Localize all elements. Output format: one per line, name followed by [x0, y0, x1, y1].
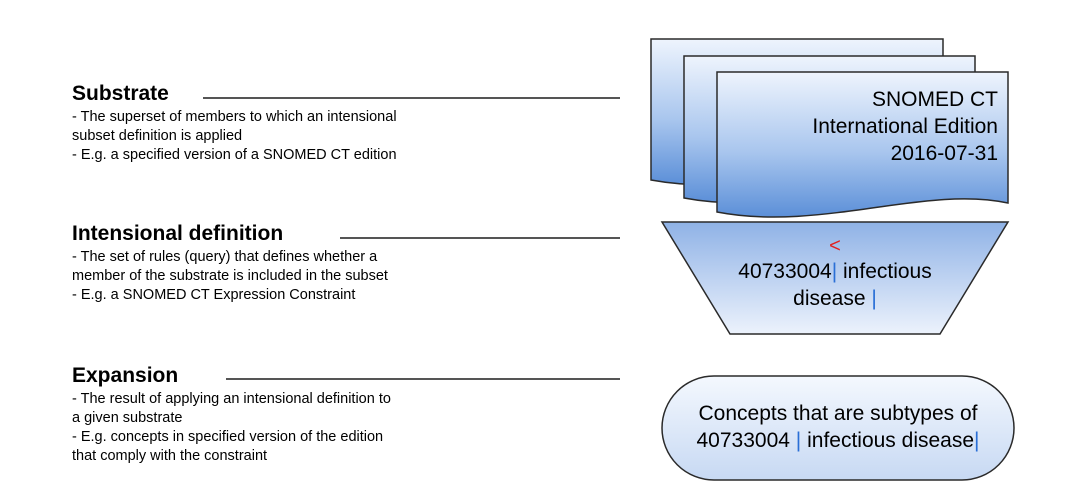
- substrate-description: - The superset of members to which an in…: [72, 108, 397, 165]
- section-intensional-definition: Intensional definition - The set of rule…: [72, 222, 388, 305]
- substrate-desc-line: - The superset of members to which an in…: [72, 109, 397, 125]
- substrate-document-stack: [650, 38, 1009, 218]
- definition-line-2: disease |: [700, 285, 970, 312]
- definition-term-part-1: infectious: [843, 260, 932, 283]
- section-expansion: Expansion - The result of applying an in…: [72, 364, 391, 466]
- expansion-box-text: Concepts that are subtypes of 40733004 |…: [672, 400, 1004, 454]
- expansion-term: infectious disease: [807, 429, 975, 452]
- expansion-connector-line: [226, 378, 620, 380]
- section-substrate: Substrate - The superset of members to w…: [72, 82, 397, 165]
- intensional-definition-heading: Intensional definition: [72, 222, 284, 245]
- document-front: [716, 71, 1009, 218]
- expansion-line-2: 40733004 | infectious disease|: [672, 427, 1004, 454]
- expansion-line-1: Concepts that are subtypes of: [698, 402, 978, 425]
- intensional-definition-description: - The set of rules (query) that defines …: [72, 248, 388, 305]
- expansion-heading: Expansion: [72, 364, 179, 387]
- substrate-box-text: SNOMED CT International Edition 2016-07-…: [720, 86, 998, 167]
- definition-line-1: 40733004| infectious: [700, 258, 970, 285]
- substrate-desc-line: subset definition is applied: [72, 128, 243, 144]
- pipe-symbol: |: [871, 287, 877, 310]
- definition-concept-id: 40733004: [738, 260, 832, 283]
- expansion-concept-id: 40733004: [696, 429, 790, 452]
- substrate-connector-line: [203, 97, 620, 99]
- pipe-symbol: |: [831, 260, 838, 283]
- definition-connector-line: [340, 237, 620, 239]
- definition-box-text: < 40733004| infectious disease |: [700, 234, 970, 312]
- substrate-line-3: 2016-07-31: [890, 142, 998, 165]
- expansion-description: - The result of applying an intensional …: [72, 390, 391, 466]
- substrate-desc-line: - E.g. a specified version of a SNOMED C…: [72, 147, 397, 163]
- substrate-heading: Substrate: [72, 82, 169, 105]
- expansion-desc-line: a given substrate: [72, 410, 183, 426]
- operator-symbol: <: [829, 235, 841, 257]
- expansion-desc-line: that comply with the constraint: [72, 448, 268, 464]
- expansion-desc-line: - The result of applying an intensional …: [72, 391, 391, 407]
- definition-desc-line: - The set of rules (query) that defines …: [72, 249, 378, 265]
- definition-desc-line: member of the substrate is included in t…: [72, 268, 388, 284]
- definition-trapezoid: [660, 221, 1010, 335]
- definition-term-part-2: disease: [793, 287, 866, 310]
- expansion-desc-line: - E.g. concepts in specified version of …: [72, 429, 384, 445]
- substrate-line-2: International Edition: [812, 115, 998, 138]
- definition-desc-line: - E.g. a SNOMED CT Expression Constraint: [72, 287, 356, 303]
- pipe-symbol: |: [974, 429, 980, 452]
- expansion-pill: [661, 375, 1015, 481]
- pipe-symbol: |: [795, 429, 802, 452]
- substrate-line-1: SNOMED CT: [872, 88, 998, 111]
